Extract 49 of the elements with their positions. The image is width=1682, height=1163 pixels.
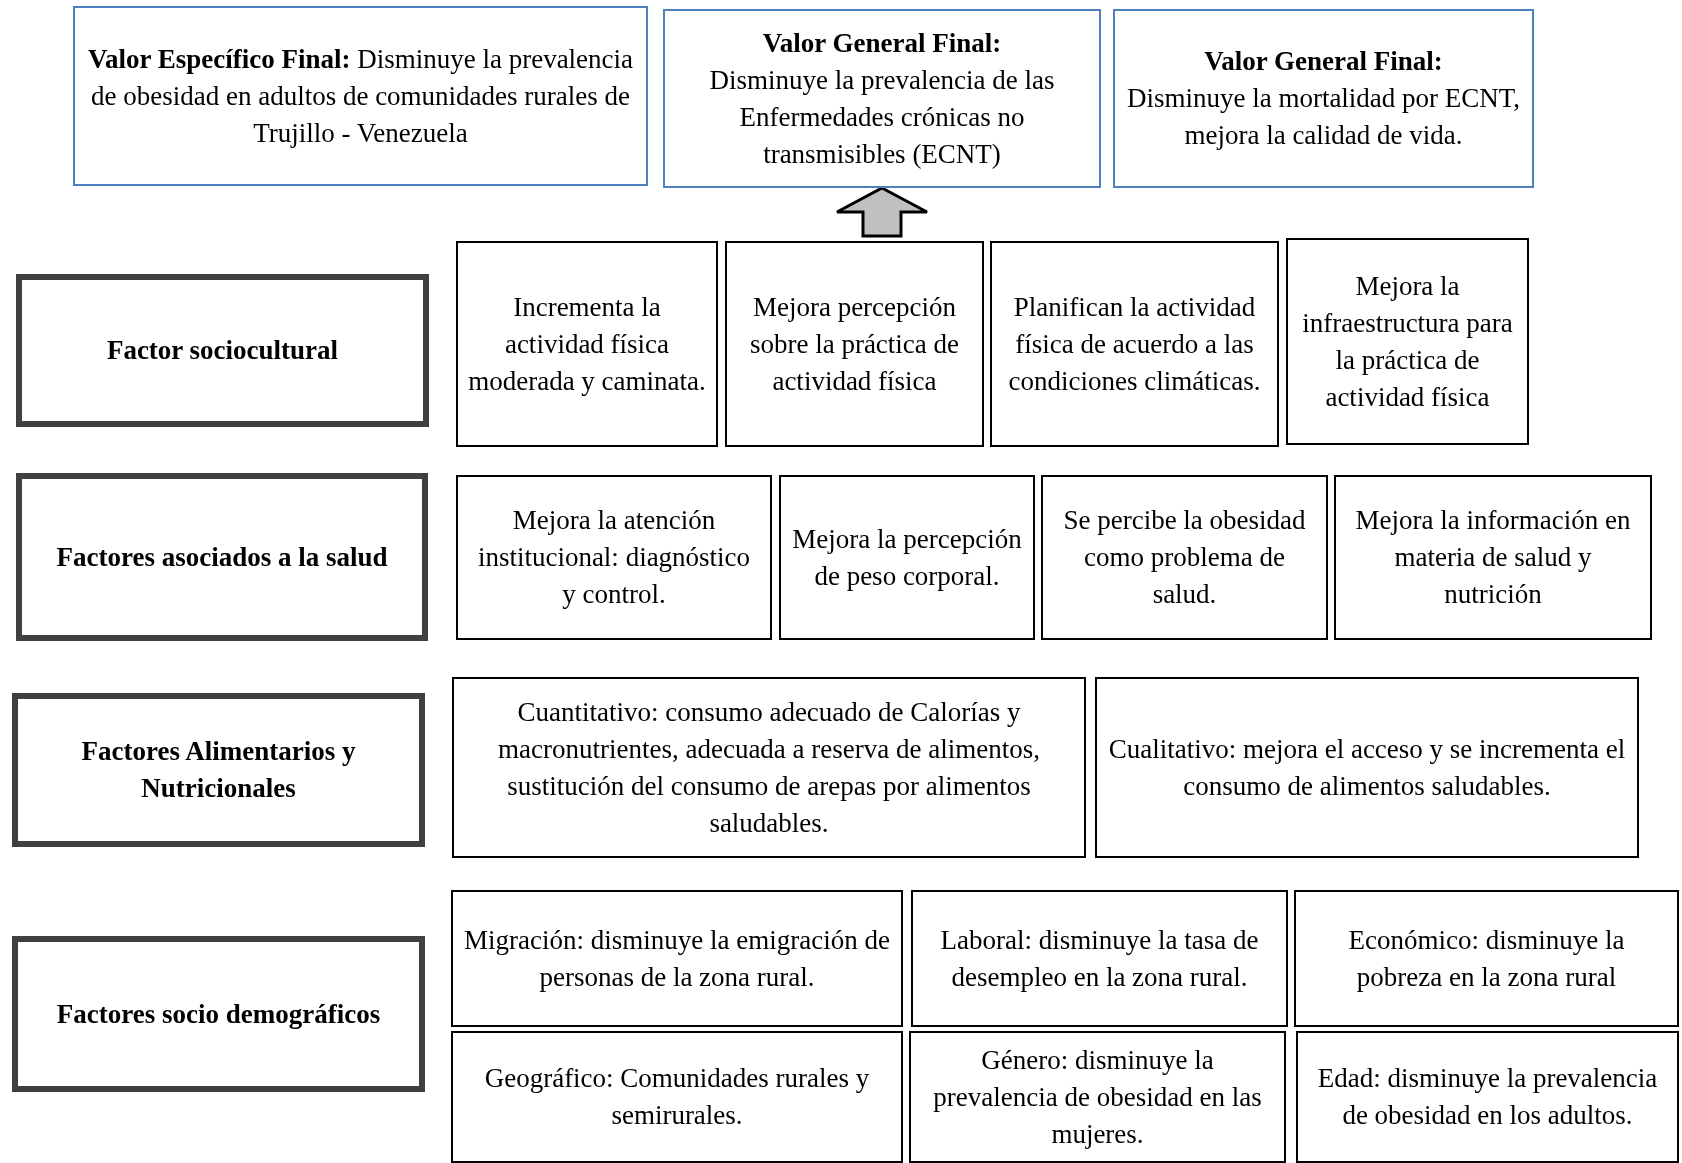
outcome-box [456,241,718,447]
box-heading: Valor General Final: [1204,45,1443,78]
outcome-box [909,1031,1286,1163]
box-text: Planifican la actividad física de acuerdo a las condiciones climáticas. [1007,290,1262,398]
value-box [73,6,648,186]
box-text: Migración: disminuye la emigración de personas de la zona rural. [463,923,891,994]
outcome-box [779,475,1035,640]
box-text: Disminuye la mortalidad por ECNT, mejora la calidad de vida. [1125,82,1522,152]
box-text: Factor sociocultural [106,334,339,367]
outcome-box [1296,1031,1679,1163]
factor-box [12,693,425,847]
factor-box [16,473,428,641]
box-text: Género: disminuye la prevalencia de obesidad en las mujeres. [932,1043,1263,1151]
box-text: Factores asociados a la salud [56,540,388,574]
box-text: Laboral: disminuye la tasa de desempleo en la zona rural. [939,923,1260,994]
factor-box [16,274,429,427]
box-text: Factores socio demográficos [56,997,381,1031]
box-text: Mejora la atención institucional: diagnóstico y control. [476,504,752,611]
outcome-box [1334,475,1652,640]
outcome-box [456,475,772,640]
box-text: Disminuye la prevalencia de las Enfermedades crónicas no transmisibles (ECNT) [708,63,1056,171]
outcome-box [1294,890,1679,1027]
block-arrow [835,186,929,238]
outcome-box [990,241,1279,447]
box-text: Mejora la percepción de peso corporal. [791,522,1023,593]
box-heading: Valor General Final: [762,26,1002,60]
outcome-box [1041,475,1328,640]
box-text: Económico: disminuye la pobreza en la zona rural [1347,923,1626,994]
value-box [663,9,1101,188]
box-text: Incrementa la actividad física moderada y caminata. [468,290,706,398]
box-text: Mejora la infraestructura para la práctica de actividad física [1301,269,1514,414]
value-box [1113,9,1534,188]
box-text: Geográfico: Comunidades rurales y semirurales. [483,1062,871,1132]
box-text: Valor Específico Final: Disminuye la prevalencia de obesidad en adultos de comunidades rurales de Trujillo - Venezuela [86,42,635,150]
outcome-box [725,241,984,447]
outcome-box [451,1031,903,1163]
outcome-box [1095,677,1639,858]
box-text: Mejora percepción sobre la práctica de actividad física [748,290,961,398]
outcome-box [911,890,1288,1027]
box-text: Edad: disminuye la prevalencia de obesidad en los adultos. [1316,1062,1659,1132]
box-text: Cualitativo: mejora el acceso y se incrementa el consumo de alimentos saludables. [1107,732,1627,803]
outcome-box [452,677,1086,858]
outcome-box [1286,238,1529,445]
box-text: Mejora la información en materia de salud y nutrición [1354,504,1632,611]
outcome-box [451,890,903,1027]
box-text: Factores Alimentarios y Nutricionales [80,735,357,805]
factor-box [12,936,425,1092]
box-text: Cuantitativo: consumo adecuado de Calorías y macronutrientes, adecuada a reserva de alimentos, sustitución del consumo de arepas por alimentos saludables. [497,695,1041,840]
box-text: Se percibe la obesidad como problema de salud. [1062,504,1307,611]
